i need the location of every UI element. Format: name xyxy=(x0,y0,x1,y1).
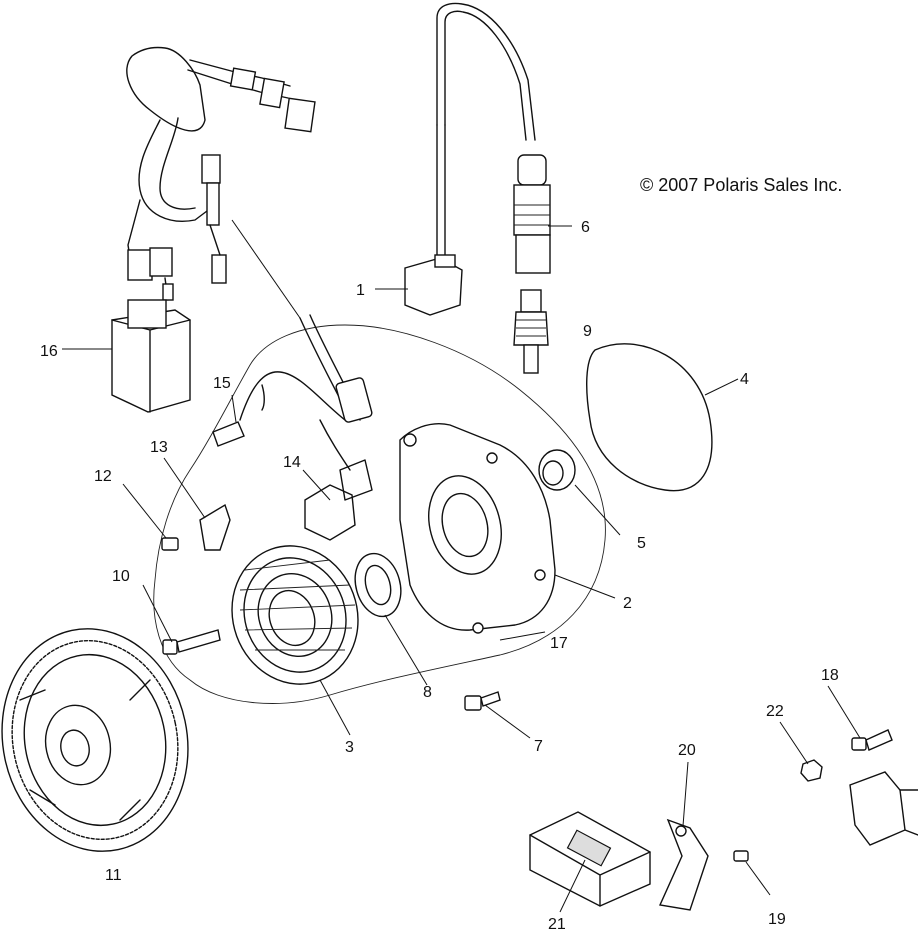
wire-harness xyxy=(126,46,316,301)
spark-plug xyxy=(513,289,549,374)
bracket xyxy=(199,503,231,551)
label-5: 5 xyxy=(637,535,646,552)
ground-wire xyxy=(212,371,346,447)
clip-20 xyxy=(658,818,709,911)
leader-lines xyxy=(62,219,861,913)
screw-7 xyxy=(464,691,501,711)
label-6: 6 xyxy=(581,219,590,236)
oil-seal-8 xyxy=(354,552,402,618)
sensor-assembly xyxy=(404,2,536,316)
screw-12 xyxy=(161,537,179,551)
regulator-module xyxy=(529,811,651,907)
stator xyxy=(231,545,359,685)
label-3: 3 xyxy=(345,739,354,756)
label-16: 16 xyxy=(40,343,58,360)
label-7: 7 xyxy=(534,738,543,755)
label-17: 17 xyxy=(550,635,568,652)
oil-seal-5 xyxy=(538,449,576,491)
label-22: 22 xyxy=(766,703,784,720)
label-19: 19 xyxy=(768,911,786,928)
cover-outline xyxy=(153,324,606,704)
label-13: 13 xyxy=(150,439,168,456)
label-12: 12 xyxy=(94,468,112,485)
label-15: 15 xyxy=(213,375,231,392)
nut-22 xyxy=(800,759,823,782)
label-14: 14 xyxy=(283,454,301,471)
part-labels: 1 2 3 4 5 6 7 8 9 10 11 12 13 14 15 16 1… xyxy=(40,219,839,929)
bolt-10 xyxy=(162,629,221,655)
pickup-coil xyxy=(299,314,373,541)
cdi-box xyxy=(111,299,191,413)
label-4: 4 xyxy=(740,371,749,388)
flywheel xyxy=(1,628,189,852)
label-21: 21 xyxy=(548,916,566,929)
stator-plate xyxy=(399,423,556,634)
label-10: 10 xyxy=(112,568,130,585)
label-9: 9 xyxy=(583,323,592,340)
screw-19 xyxy=(733,850,749,862)
copyright-text: © 2007 Polaris Sales Inc. xyxy=(640,175,842,195)
cover-gasket xyxy=(586,343,713,492)
label-20: 20 xyxy=(678,742,696,759)
spark-plug-cap xyxy=(513,154,551,274)
connector xyxy=(849,771,918,846)
label-11: 11 xyxy=(105,867,122,884)
label-1: 1 xyxy=(356,282,365,299)
label-8: 8 xyxy=(423,684,432,701)
label-2: 2 xyxy=(623,595,632,612)
label-18: 18 xyxy=(821,667,839,684)
bolt-18 xyxy=(851,729,893,751)
